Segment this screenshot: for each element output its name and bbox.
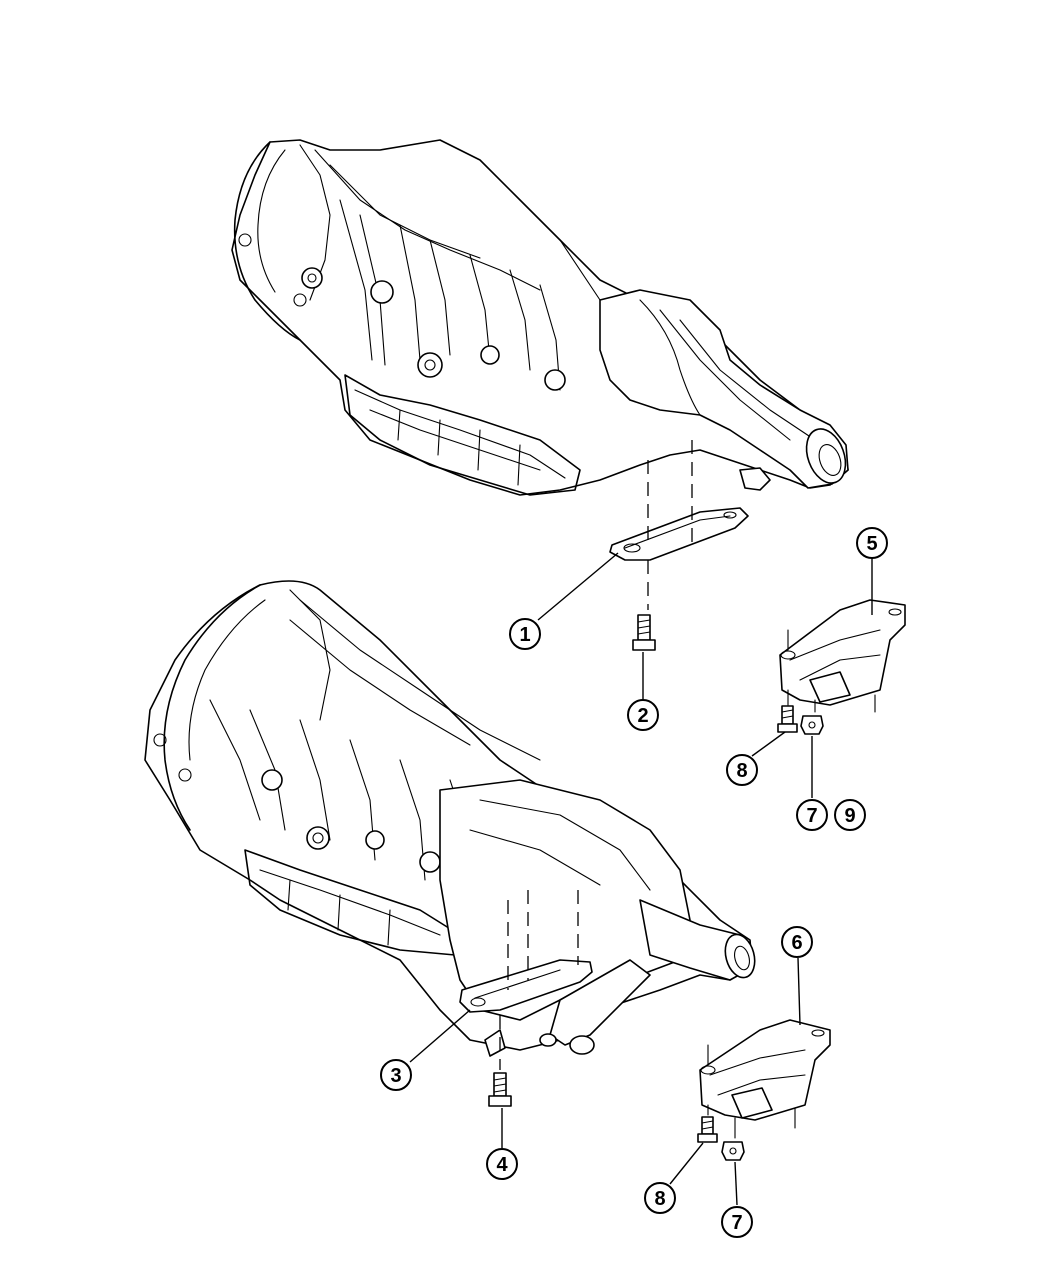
- part-7-nut-upper: [800, 715, 824, 735]
- callout-8-lower: 8: [644, 1182, 676, 1214]
- lower-transmission: [144, 580, 756, 1055]
- callout-6: 6: [781, 926, 813, 958]
- leader-7b: [734, 1161, 738, 1206]
- callout-8-lower-label: 8: [654, 1188, 665, 1210]
- callout-9: 9: [834, 799, 866, 831]
- callout-8-upper-label: 8: [736, 760, 747, 782]
- callout-6-label: 6: [791, 932, 802, 954]
- leader-1: [537, 552, 619, 621]
- callout-7-lower: 7: [721, 1206, 753, 1238]
- callout-9-label: 9: [844, 805, 855, 827]
- callout-5-label: 5: [866, 533, 877, 555]
- part-5-bracket: [779, 599, 906, 706]
- callout-4: 4: [486, 1148, 518, 1180]
- callout-3: 3: [380, 1059, 412, 1091]
- leader-8b: [669, 1142, 704, 1185]
- leader-6: [797, 957, 801, 1026]
- callout-1: 1: [509, 618, 541, 650]
- part-4-bolt: [488, 1072, 512, 1107]
- callout-7-upper-label: 7: [806, 805, 817, 827]
- part-6-bracket: [699, 1019, 831, 1121]
- leader-8a: [751, 731, 786, 757]
- callout-8-upper: 8: [726, 754, 758, 786]
- callout-1-label: 1: [519, 624, 530, 646]
- callout-5: 5: [856, 527, 888, 559]
- upper-transmission: [231, 139, 849, 496]
- callout-2-label: 2: [637, 705, 648, 727]
- part-1-mount-pad: [609, 507, 749, 561]
- part-8-bolt-upper: [777, 705, 798, 733]
- callout-2: 2: [627, 699, 659, 731]
- callout-4-label: 4: [496, 1154, 508, 1176]
- leader-3: [409, 1009, 471, 1063]
- part-2-bolt: [632, 614, 656, 651]
- callout-7-upper: 7: [796, 799, 828, 831]
- part-8-bolt-lower: [697, 1116, 718, 1143]
- part-7-nut-lower: [721, 1141, 745, 1161]
- callout-3-label: 3: [390, 1065, 401, 1087]
- callout-7-lower-label: 7: [731, 1212, 742, 1234]
